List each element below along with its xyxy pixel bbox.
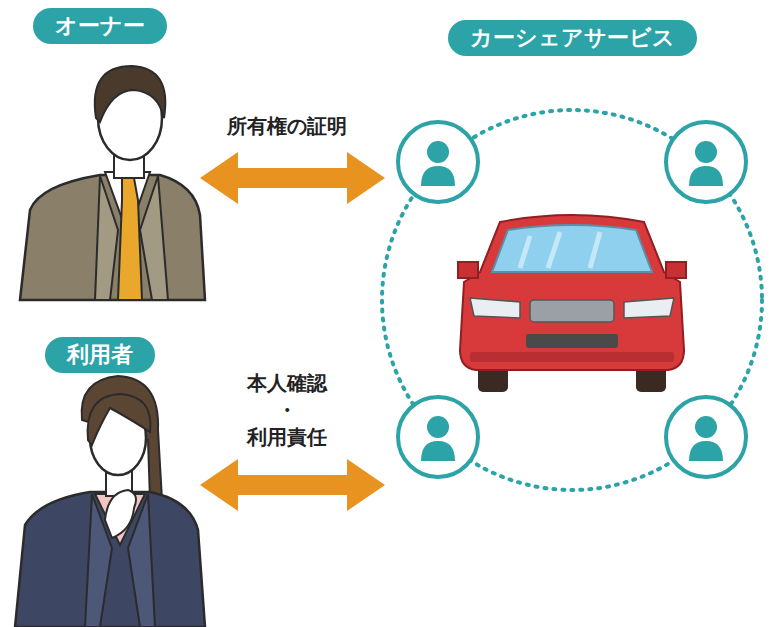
node-region: 利用者 — [0, 330, 200, 627]
user-figure — [15, 376, 205, 627]
heading-pill: 利用者 — [45, 337, 155, 373]
edge-label: 所有権の証明 — [224, 113, 350, 140]
edge-label: 本人確認 ・ 利用責任 — [240, 370, 334, 451]
node-region: カーシェアサービス — [385, 15, 765, 515]
share-circle — [382, 110, 762, 490]
heading-pill: オーナー — [33, 8, 167, 44]
heading-pill: カーシェアサービス — [448, 20, 697, 56]
double-arrow — [200, 152, 385, 204]
double-arrow — [200, 459, 385, 511]
car — [458, 215, 686, 392]
owner-figure — [20, 66, 205, 300]
node-region: オーナー — [0, 0, 200, 310]
member-icon — [398, 122, 746, 477]
